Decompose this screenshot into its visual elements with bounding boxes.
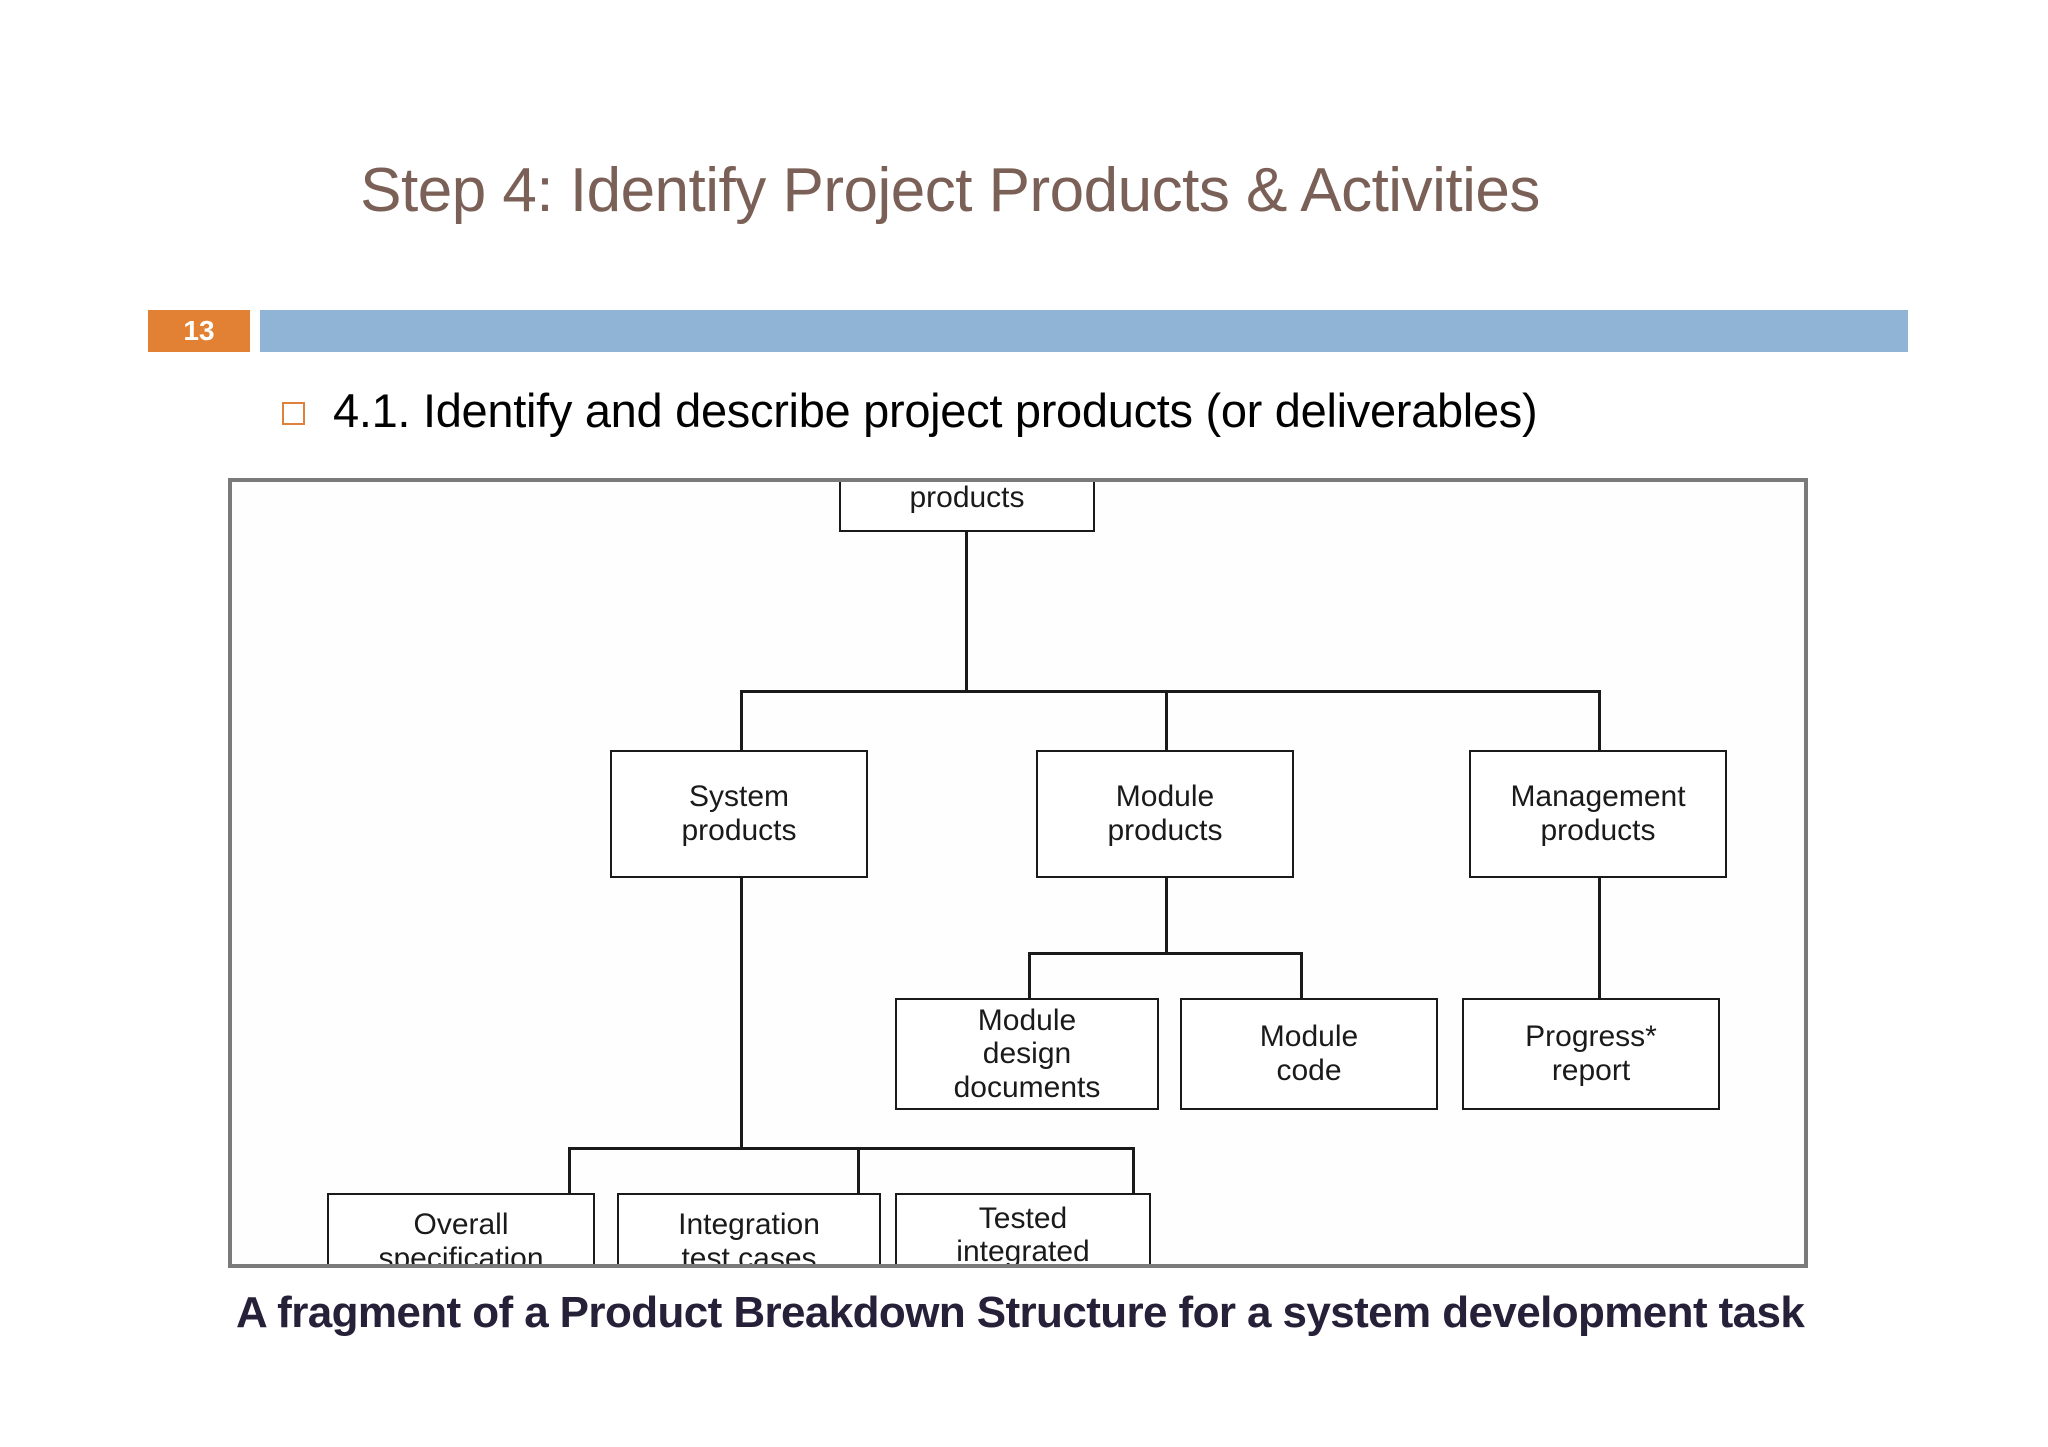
node-management-products: Management products: [1469, 750, 1727, 878]
node-module-code: Module code: [1180, 998, 1438, 1110]
node-integration-test-cases: Integration test cases: [617, 1193, 881, 1264]
connector-bus-to-tested-integrated-software: [1132, 1147, 1135, 1195]
page-number-band: 13: [148, 310, 1908, 352]
node-module-products-label: Module products: [1107, 780, 1223, 847]
connector-level2-system-bus: [568, 1147, 1134, 1150]
node-module-design-documents: Module design documents: [895, 998, 1159, 1110]
connector-bus-to-system: [740, 690, 743, 752]
connector-bus-to-integration-test-cases: [857, 1147, 860, 1195]
band-gap: [250, 310, 260, 352]
node-management-products-label: Management products: [1510, 780, 1686, 847]
bullet-list-item: 4.1. Identify and describe project produ…: [282, 383, 1538, 438]
connector-level2-module-bus: [1028, 952, 1303, 955]
bullet-item-label: 4.1. Identify and describe project produ…: [333, 384, 1538, 437]
hollow-square-bullet-icon: [282, 402, 305, 425]
node-project-products: Project products: [839, 482, 1095, 532]
connector-level1-bus: [740, 690, 1600, 693]
node-tested-integrated-software: Tested integrated software: [895, 1193, 1151, 1264]
connector-project-to-bus: [965, 507, 968, 692]
node-system-products-label: System products: [681, 780, 797, 847]
figure-caption: A fragment of a Product Breakdown Struct…: [236, 1288, 1805, 1337]
connector-bus-to-management: [1598, 690, 1601, 752]
connector-bus-to-module-code: [1300, 952, 1303, 1000]
node-module-design-documents-label: Module design documents: [953, 1003, 1101, 1104]
node-progress-report: Progress* report: [1462, 998, 1720, 1110]
node-integration-test-cases-label: Integration test cases: [678, 1208, 820, 1264]
connector-module-to-bus: [1165, 878, 1168, 954]
page-number-badge: 13: [148, 310, 250, 352]
node-overall-specification-label: Overall specification: [378, 1208, 544, 1264]
node-tested-integrated-software-label: Tested integrated software: [956, 1201, 1090, 1264]
connector-system-to-bus: [740, 878, 743, 1149]
figure-frame: Project products System products Module …: [228, 478, 1808, 1268]
connector-management-to-progress-report: [1598, 878, 1601, 1000]
node-module-products: Module products: [1036, 750, 1294, 878]
product-breakdown-structure-diagram: Project products System products Module …: [232, 482, 1804, 1264]
page-title: Step 4: Identify Project Products & Acti…: [360, 156, 1540, 225]
node-module-code-label: Module code: [1259, 1020, 1359, 1087]
node-system-products: System products: [610, 750, 868, 878]
node-progress-report-label: Progress* report: [1525, 1020, 1657, 1087]
node-project-products-label: Project products: [909, 482, 1025, 514]
connector-bus-to-module: [1165, 690, 1168, 752]
connector-bus-to-overall-specification: [568, 1147, 571, 1195]
connector-bus-to-module-design-documents: [1028, 952, 1031, 1000]
node-overall-specification: Overall specification: [327, 1193, 595, 1264]
header-accent-bar: [260, 310, 1908, 352]
